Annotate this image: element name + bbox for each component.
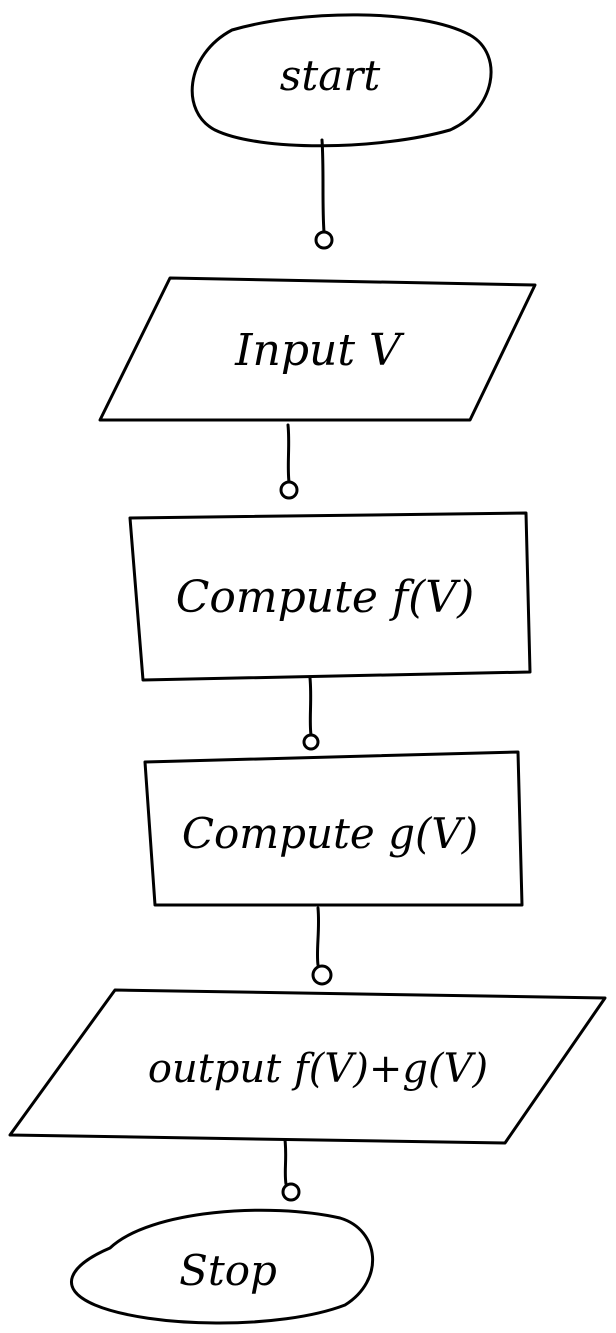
node-output-label: output f(V)+g(V) bbox=[148, 1046, 488, 1092]
edge-endpoint bbox=[279, 480, 299, 500]
node-input-label: Input V bbox=[234, 325, 405, 376]
node-input-shape bbox=[98, 276, 537, 422]
edge-line bbox=[320, 138, 326, 234]
edge-start-input bbox=[314, 138, 334, 250]
node-start-shape bbox=[190, 13, 493, 148]
node-compute-f: Compute f(V) bbox=[128, 511, 532, 682]
edge-endpoint bbox=[302, 733, 320, 751]
node-compute-g: Compute g(V) bbox=[143, 750, 524, 907]
node-stop: Stop bbox=[70, 1208, 374, 1325]
edge-endpoint bbox=[311, 964, 333, 986]
edge-output-stop bbox=[281, 1138, 301, 1202]
node-compute-g-label: Compute g(V) bbox=[182, 809, 478, 858]
node-output: output f(V)+g(V) bbox=[8, 988, 607, 1145]
node-compute-f-label: Compute f(V) bbox=[176, 572, 474, 623]
edge-input-compute-f bbox=[279, 423, 299, 500]
edge-line bbox=[283, 1138, 288, 1186]
node-compute-f-shape bbox=[128, 511, 532, 682]
node-output-shape bbox=[8, 988, 607, 1145]
edge-line bbox=[286, 423, 291, 484]
edge-line bbox=[315, 906, 321, 967]
node-input: Input V bbox=[98, 276, 537, 422]
node-start-label: start bbox=[280, 51, 381, 100]
node-stop-shape bbox=[70, 1208, 374, 1325]
edge-compute-f-compute-g bbox=[302, 676, 320, 751]
edge-endpoint bbox=[281, 1182, 301, 1202]
edge-compute-g-output bbox=[311, 906, 333, 986]
node-compute-g-shape bbox=[143, 750, 524, 907]
node-stop-label: Stop bbox=[179, 1246, 277, 1295]
edge-line bbox=[308, 676, 313, 737]
edge-endpoint bbox=[314, 230, 334, 250]
node-start: start bbox=[190, 13, 493, 148]
